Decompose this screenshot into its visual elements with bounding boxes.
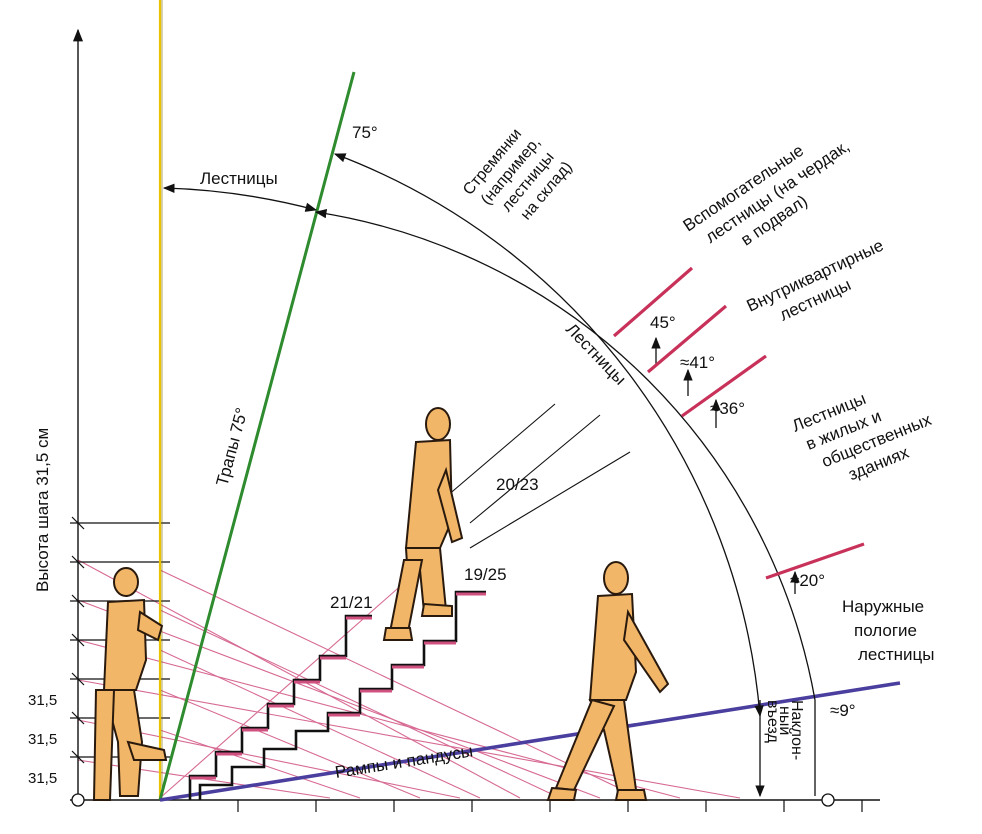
baseline <box>70 793 880 812</box>
person-middle <box>382 407 464 641</box>
svg-text:ный: ный <box>776 706 793 735</box>
auxiliary-label: Вспомогательные лестницы (на чердак, в п… <box>680 136 853 249</box>
outdoor-label: Наружные пологие лестницы <box>842 597 935 664</box>
residential-label: Лестницы в жилых и общественных зданиях <box>789 389 934 484</box>
svg-text:пологие: пологие <box>854 621 917 640</box>
deg41-label: ≈41° <box>680 353 715 372</box>
vertical-axis-label: Высота шага 31,5 см <box>33 428 52 592</box>
svg-text:лестницы: лестницы <box>858 645 935 664</box>
ratio-19-25-label: 19/25 <box>464 565 507 584</box>
svg-text:Наклон-: Наклон- <box>788 700 805 760</box>
step-value-3: 31,5 <box>28 770 57 787</box>
deg75-label: 75° <box>352 123 378 142</box>
ramps-label: Рампы и пандусы <box>334 741 475 782</box>
ladders-top-label: Лестницы <box>200 169 278 188</box>
angle-arcs <box>162 153 816 798</box>
trap-75-line <box>158 71 356 801</box>
marker-arrows <box>651 336 800 594</box>
deg36-label: ≈36° <box>710 399 745 418</box>
step-value-2: 31,5 <box>28 731 57 748</box>
deg45-label: 45° <box>650 313 676 332</box>
person-left <box>92 567 168 801</box>
intra-apartment-label: Внутриквартирные лестницы <box>744 236 887 325</box>
ramp-line <box>159 681 901 802</box>
step-value-1: 31,5 <box>28 692 57 709</box>
angle-markers <box>612 266 865 580</box>
person-right <box>546 561 670 801</box>
stepladders-label: Стремянки (например, лестницы на склад) <box>460 125 576 223</box>
svg-text:въезд: въезд <box>764 700 781 744</box>
inclined-entry-label: Наклон- ный въезд <box>764 700 805 760</box>
ratio-21-21-label: 21/21 <box>330 593 373 612</box>
svg-text:Наружные: Наружные <box>842 597 924 616</box>
deg9-label: ≈9° <box>830 701 856 720</box>
deg20-label: ≈20° <box>790 571 825 590</box>
ratio-20-23-label: 20/23 <box>496 475 539 494</box>
